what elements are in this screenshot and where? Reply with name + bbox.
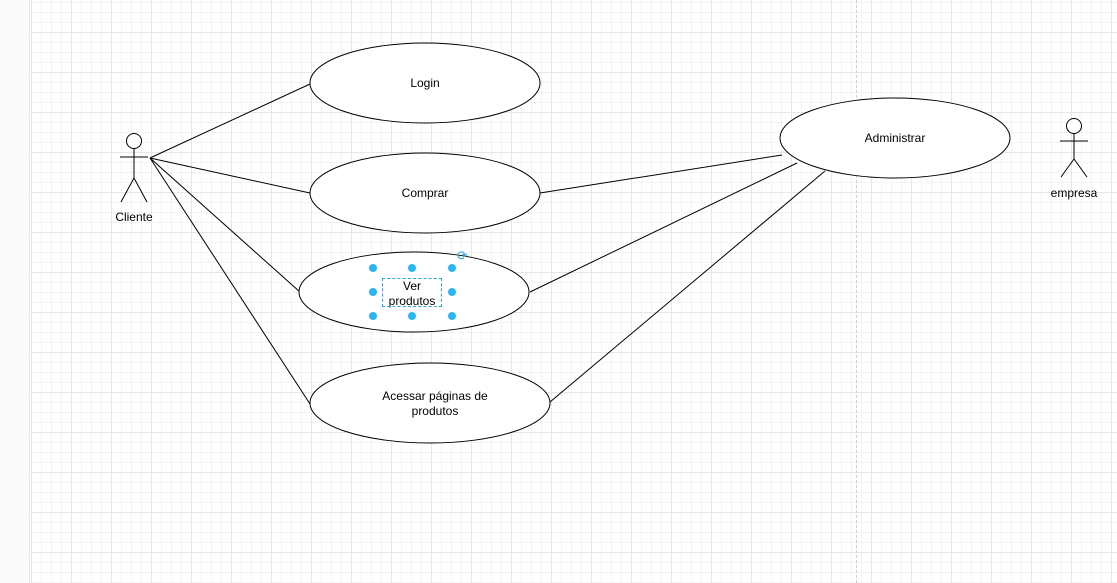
use-case-login-label: Login xyxy=(410,76,440,90)
actor-cliente-figure[interactable] xyxy=(120,133,148,203)
association-ver-produtos-administrar[interactable] xyxy=(529,162,798,293)
text-edit-box[interactable] xyxy=(382,278,442,307)
use-case-comprar-label: Comprar xyxy=(401,186,449,200)
association-cliente-acessar-paginas[interactable] xyxy=(149,157,311,405)
association-cliente-comprar[interactable] xyxy=(149,157,311,194)
association-cliente-ver-produtos[interactable] xyxy=(149,157,301,293)
use-case-administrar-label: Administrar xyxy=(864,131,926,145)
canvas-left-margin xyxy=(0,0,30,583)
resize-handle-ne[interactable] xyxy=(448,264,456,272)
use-case-comprar[interactable] xyxy=(309,152,541,234)
resize-handle-s[interactable] xyxy=(408,312,416,320)
actor-empresa-figure[interactable] xyxy=(1060,118,1088,178)
use-case-login[interactable] xyxy=(309,42,541,124)
use-case-acessar-paginas-label: Acessar páginas de produtos xyxy=(382,389,488,418)
resize-handle-nw[interactable] xyxy=(369,264,377,272)
association-cliente-login[interactable] xyxy=(149,83,311,159)
page-break-line xyxy=(856,0,857,583)
resize-handle-w[interactable] xyxy=(369,288,377,296)
rotate-icon[interactable]: ⟳ xyxy=(457,248,468,263)
resize-handle-sw[interactable] xyxy=(369,312,377,320)
resize-handle-e[interactable] xyxy=(448,288,456,296)
resize-handle-n[interactable] xyxy=(408,264,416,272)
association-comprar-administrar[interactable] xyxy=(539,154,783,194)
association-acessar-paginas-administrar[interactable] xyxy=(549,170,826,403)
actor-empresa-label: empresa xyxy=(1050,186,1098,200)
use-case-administrar[interactable] xyxy=(779,97,1011,179)
use-case-acessar-paginas[interactable] xyxy=(309,362,551,444)
actor-cliente-label: Cliente xyxy=(115,210,153,224)
resize-handle-se[interactable] xyxy=(448,312,456,320)
use-case-ver-produtos-label[interactable]: Ver produtos xyxy=(388,279,436,308)
use-case-ver-produtos[interactable] xyxy=(298,251,530,333)
